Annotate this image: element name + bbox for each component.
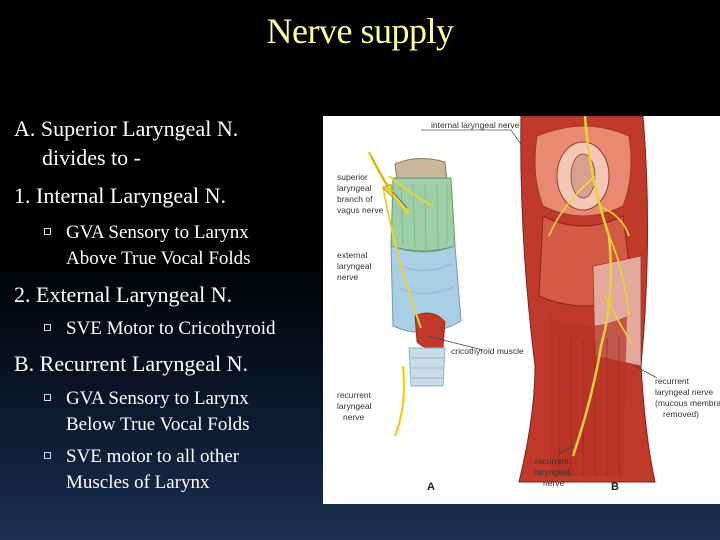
heading-recurrent-laryngeal: B. Recurrent Laryngeal N. bbox=[14, 351, 248, 376]
slide-title: Nerve supply bbox=[266, 11, 454, 51]
label-recurrent-laryngeal-b2-3: (mucous membrane bbox=[655, 398, 720, 408]
bullet-marker-icon bbox=[44, 228, 51, 235]
panel-b-posterior bbox=[518, 116, 658, 483]
label-recurrent-laryngeal-b2-4: removed) bbox=[663, 409, 699, 419]
label-recurrent-laryngeal-a-3: nerve bbox=[343, 412, 365, 422]
label-superior-laryngeal-3: branch of bbox=[337, 194, 373, 204]
label-superior-laryngeal-4: vagus nerve bbox=[337, 205, 384, 215]
label-recurrent-laryngeal-b1-3: nerve bbox=[543, 478, 565, 488]
panel-a-larynx bbox=[367, 129, 614, 437]
heading-superior-laryngeal-cont: divides to - bbox=[42, 145, 141, 170]
label-external-laryngeal-2: laryngeal bbox=[337, 261, 372, 271]
heading-external-laryngeal: 2. External Laryngeal N. bbox=[14, 282, 233, 307]
label-external-laryngeal-3: nerve bbox=[337, 272, 359, 282]
label-external-laryngeal: external bbox=[337, 250, 367, 260]
heading-superior-laryngeal: A. Superior Laryngeal N. bbox=[14, 116, 239, 141]
label-recurrent-laryngeal-b1-2: laryngeal bbox=[535, 467, 570, 477]
bullet-external-motor: SVE Motor to Cricothyroid bbox=[66, 318, 276, 339]
bullet-list: A. Superior Laryngeal N. divides to - 1.… bbox=[0, 0, 330, 540]
bullet-internal-sensory-cont: Above True Vocal Folds bbox=[66, 248, 251, 269]
label-recurrent-laryngeal-a-2: laryngeal bbox=[337, 401, 372, 411]
label-cricothyroid-muscle: cricothyroid muscle bbox=[451, 346, 524, 356]
label-superior-laryngeal: superior bbox=[337, 172, 368, 182]
panel-label-b: B bbox=[611, 481, 619, 493]
bullet-internal-sensory: GVA Sensory to Larynx bbox=[66, 222, 249, 243]
label-internal-laryngeal-nerve: internal laryngeal nerve bbox=[431, 120, 520, 130]
label-recurrent-laryngeal-b1: recurrent bbox=[535, 456, 570, 466]
label-superior-laryngeal-2: laryngeal bbox=[337, 183, 372, 193]
label-recurrent-laryngeal-b2-2: laryngeal nerve bbox=[655, 387, 713, 397]
bullet-recurrent-sensory: GVA Sensory to Larynx bbox=[66, 388, 249, 409]
bullet-recurrent-motor-cont: Muscles of Larynx bbox=[66, 472, 210, 493]
heading-internal-laryngeal: 1. Internal Laryngeal N. bbox=[14, 183, 226, 208]
label-recurrent-laryngeal-b2: recurrent bbox=[655, 376, 690, 386]
larynx-illustration: internal laryngeal nerve superior laryng… bbox=[337, 116, 720, 493]
bullet-marker-icon bbox=[44, 452, 51, 459]
panel-label-a: A bbox=[427, 481, 435, 493]
bullet-marker-icon bbox=[44, 324, 51, 331]
label-recurrent-laryngeal-a: recurrent bbox=[337, 390, 372, 400]
bullet-recurrent-sensory-cont: Below True Vocal Folds bbox=[66, 414, 250, 435]
bullet-recurrent-motor: SVE motor to all other bbox=[66, 446, 240, 467]
larynx-nerve-figure: internal laryngeal nerve superior laryng… bbox=[323, 116, 720, 504]
bullet-marker-icon bbox=[44, 394, 51, 401]
